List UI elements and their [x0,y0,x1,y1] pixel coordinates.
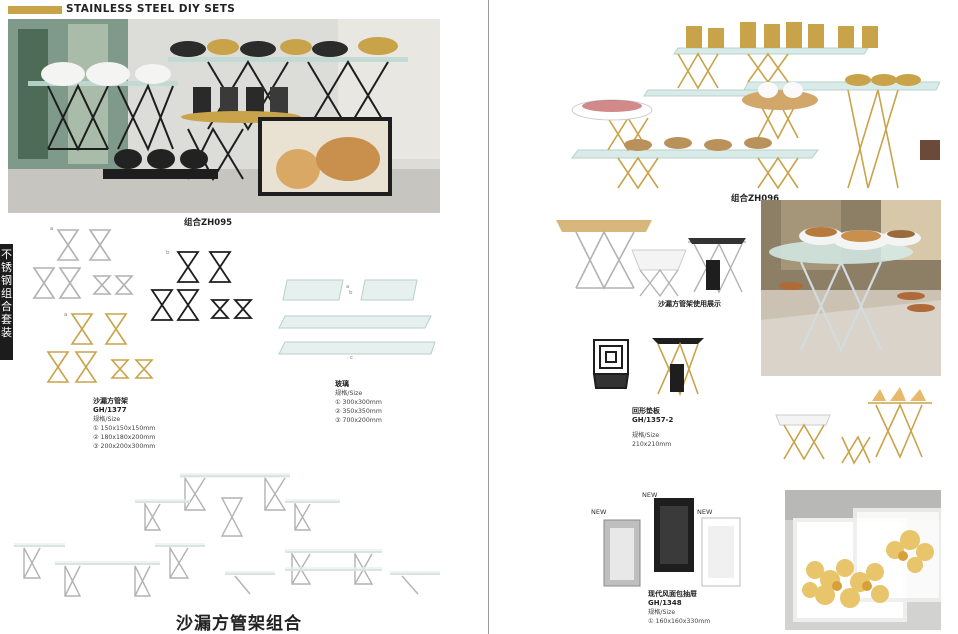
product-code: GH/1348 [648,599,682,607]
page-divider [488,0,489,634]
hourglass-frames-illustration [28,224,278,389]
product-code: GH/1357-2 [632,416,674,424]
frame-marker: a [50,226,54,232]
side-tab-char: 钢 [1,274,12,287]
product-name: 玻璃 [335,380,349,388]
new-badge: NEW [642,491,658,499]
size-label: 规格/Size [93,416,121,423]
side-tab-char: 锈 [1,261,12,274]
display-usage-illustration [554,212,754,304]
glass-marker: c [350,355,354,361]
size-label: 规格/Size [335,390,363,397]
size-value: 210x210mm [632,441,672,448]
glass-marker: a [346,284,350,290]
combo-zh096-photo [568,10,940,190]
size-value: ② 180x180x200mm [93,434,156,441]
category-side-tab: 不 锈 钢 组 合 套 装 [0,244,13,360]
product-name: 回形垫板 [632,407,660,415]
gold-frames-illustration [772,385,940,467]
buffet-display-photo [761,200,941,376]
glass-marker: b [349,290,353,296]
side-tab-char: 套 [1,313,12,326]
page-title: STAINLESS STEEL DIY SETS [66,3,236,15]
side-tab-char: 不 [1,248,12,261]
product-name: 现代风面包抽屉 [648,590,697,598]
product-code: GH/1377 [93,406,127,414]
size-value: ③ 700x200mm [335,417,382,424]
side-tab-char: 组 [1,287,12,300]
round-plate-spec: 回形垫板 GH/1357-2 规格/Size 210x210mm [632,407,673,449]
frame-marker: a [64,312,68,318]
size-value: ① 150x150x150mm [93,425,156,432]
combo-zh095-photo [8,19,440,213]
round-plate-illustration [588,330,708,402]
hourglass-frame-spec: 沙漏方管架 GH/1377 规格/Size ① 150x150x150mm ② … [93,397,155,451]
bread-box-photo [785,490,941,630]
bread-box-illustration [594,488,754,592]
size-value: ③ 200x200x300mm [93,443,156,450]
side-tab-char: 装 [1,326,12,339]
header-accent-bar [8,6,62,14]
combo-zh096-caption: 组合ZH096 [731,194,780,204]
side-tab-char: 合 [1,300,12,313]
combination-title: 沙漏方管架组合 [176,614,302,634]
combination-illustration [10,470,450,605]
product-name: 沙漏方管架 [93,397,128,405]
frame-marker: b [166,250,170,256]
size-value: ② 350x350mm [335,408,382,415]
size-value: ① 160x160x330mm [648,618,711,625]
size-label: 规格/Size [648,609,676,616]
display-usage-caption: 沙漏方管架使用展示 [658,300,721,308]
glass-panels-illustration [275,274,440,364]
new-badge: NEW [697,508,713,516]
size-label: 规格/Size [632,432,660,439]
size-value: ① 300x300mm [335,399,382,406]
new-badge: NEW [591,508,607,516]
bread-box-spec: 现代风面包抽屉 GH/1348 规格/Size ① 160x160x330mm [648,590,710,626]
combo-zh095-caption: 组合ZH095 [184,218,233,228]
glass-spec: 玻璃 规格/Size ① 300x300mm ② 350x350mm ③ 700… [335,380,382,425]
